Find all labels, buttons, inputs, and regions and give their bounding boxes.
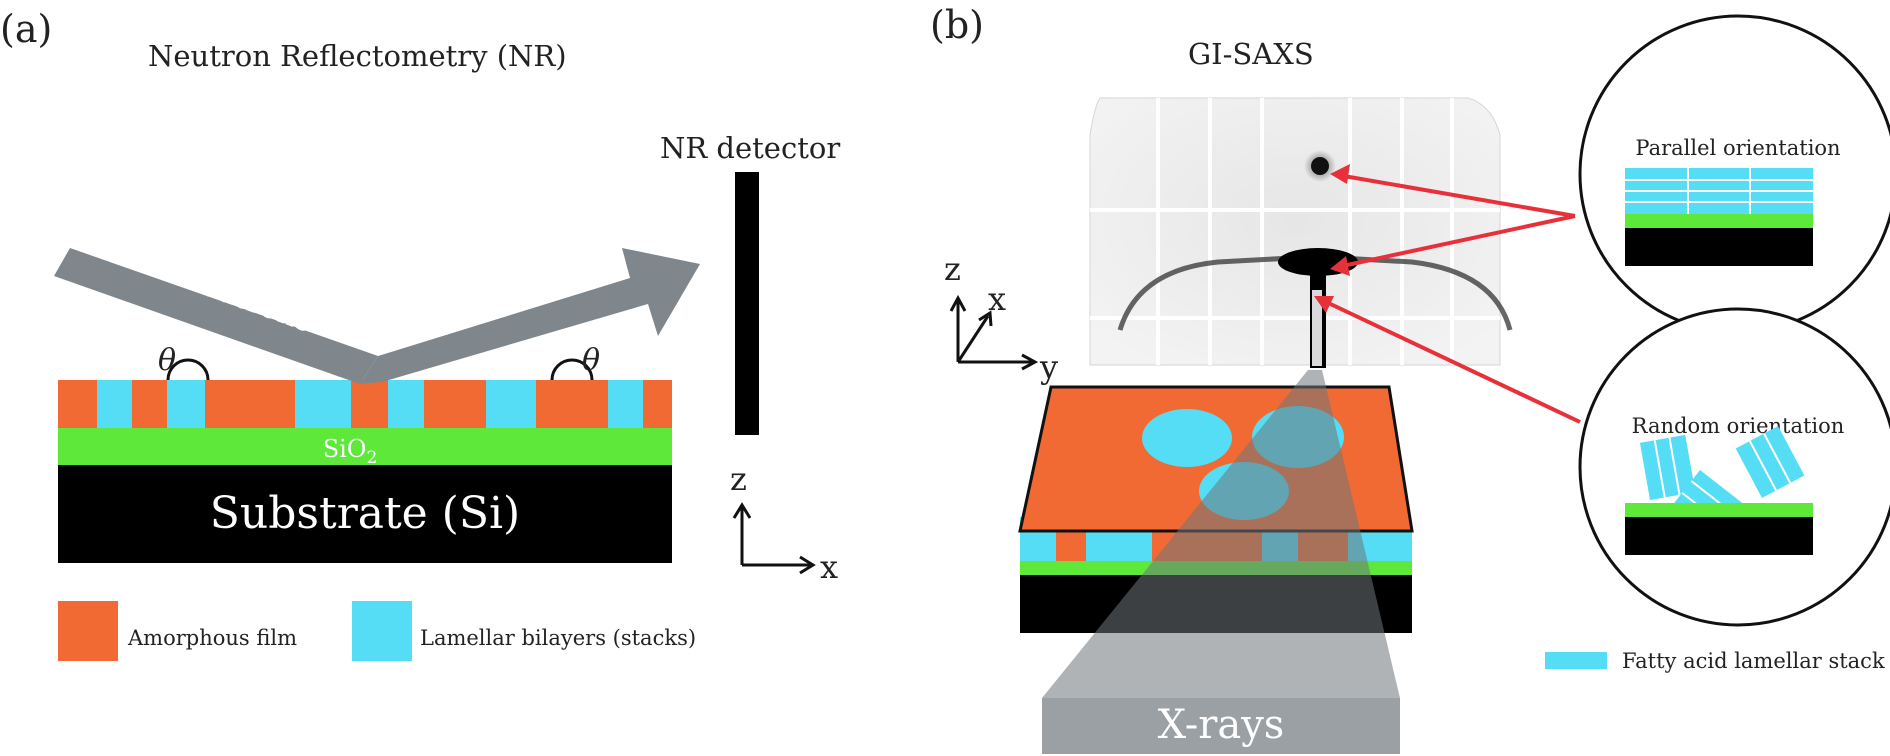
random-sio2: [1625, 503, 1813, 517]
random-stack: [1735, 426, 1805, 498]
axis-z-label: z: [944, 250, 961, 288]
x-axis-line: [956, 315, 990, 363]
y-axis-arrowhead: [1021, 353, 1039, 371]
legend-swatch-amorphous: [58, 601, 118, 661]
legend-label-fatty-acid: Fatty acid lamellar stack: [1622, 649, 1885, 673]
lamellar-stack: [388, 380, 424, 428]
thin-film: [58, 380, 672, 428]
legend-label-lamellar: Lamellar bilayers (stacks): [420, 626, 696, 650]
panel-a: (a) Neutron Reflectometry (NR) NR detect…: [0, 7, 840, 661]
panel-b-tag: (b): [930, 3, 984, 47]
panel-b-title: GI-SAXS: [1188, 37, 1314, 71]
arrow-to-strong-peak: [1337, 214, 1576, 269]
saxs-pattern: [1089, 97, 1513, 368]
saxs-detector-image: [1089, 97, 1501, 366]
axis-x-label: x: [988, 280, 1006, 318]
sio2-label: SiO2: [323, 435, 378, 468]
legend-swatch-fatty-acid: [1545, 652, 1607, 669]
neutron-beam: Neutrons: [54, 248, 700, 384]
theta-left: θ: [158, 343, 176, 378]
parallel-sio2: [1625, 214, 1813, 228]
parallel-orientation-inset: Parallel orientation: [1578, 14, 1890, 334]
substrate-label: Substrate (Si): [210, 488, 520, 539]
axis-x-label: x: [820, 548, 838, 586]
angle-arc-right: [550, 358, 594, 381]
arrow-to-ring: [1321, 298, 1581, 424]
axis-z-label: z: [730, 460, 747, 498]
angle-arc-left: [166, 358, 210, 381]
panel-a-tag: (a): [0, 7, 52, 51]
nr-detector: [735, 172, 759, 435]
nr-detector-label: NR detector: [660, 131, 840, 165]
lamellar-stack: [97, 380, 132, 428]
axes-xyz: [949, 294, 1039, 371]
axis-y-label: y: [1039, 348, 1058, 386]
random-circle: [1578, 307, 1890, 627]
arrow-to-parallel-peak: [1337, 173, 1576, 218]
random-stack: [1639, 434, 1696, 500]
xray-label: X-rays: [1158, 702, 1285, 748]
sio2-layer: [58, 428, 672, 465]
random-label: Random orientation: [1632, 414, 1845, 438]
lamellar-stack: [295, 380, 351, 428]
xray-beam-cone: [1042, 370, 1400, 698]
indicator-arrows: [1314, 164, 1581, 424]
parallel-substrate: [1625, 228, 1813, 266]
reflected-beam-arrow: [360, 248, 700, 384]
detector-module-gaps: [1090, 98, 1500, 365]
lamellar-stack: [608, 380, 643, 428]
x-axis-arrowhead: [978, 310, 993, 327]
random-orientation-inset: Random orientation: [1578, 307, 1890, 627]
legend-label-amorphous: Amorphous film: [127, 626, 297, 650]
x-axis-arrowhead: [799, 555, 816, 575]
xray-source: [1042, 698, 1400, 754]
z-axis-arrowhead: [732, 502, 752, 519]
legend-swatch-lamellar: [352, 601, 412, 661]
amorphous-film: [58, 380, 672, 428]
incident-beam: [54, 248, 378, 384]
substrate-layer: [58, 465, 672, 563]
lamellar-stack: [167, 380, 205, 428]
random-orientation-ring: [1117, 255, 1513, 331]
theta-right: θ: [582, 343, 600, 378]
axes-zx: [732, 502, 816, 575]
z-axis-arrowhead: [949, 294, 967, 312]
panel-b: (b) GI-SAXS: [930, 3, 1890, 754]
xray-beam: X-rays: [1042, 370, 1400, 754]
parallel-label: Parallel orientation: [1635, 136, 1840, 160]
beamstop-gap: [1312, 290, 1322, 366]
lamellar-stack: [486, 380, 536, 428]
panel-a-title: Neutron Reflectometry (NR): [148, 39, 567, 73]
random-substrate: [1625, 517, 1813, 555]
lamellar-domain: [1142, 409, 1232, 467]
